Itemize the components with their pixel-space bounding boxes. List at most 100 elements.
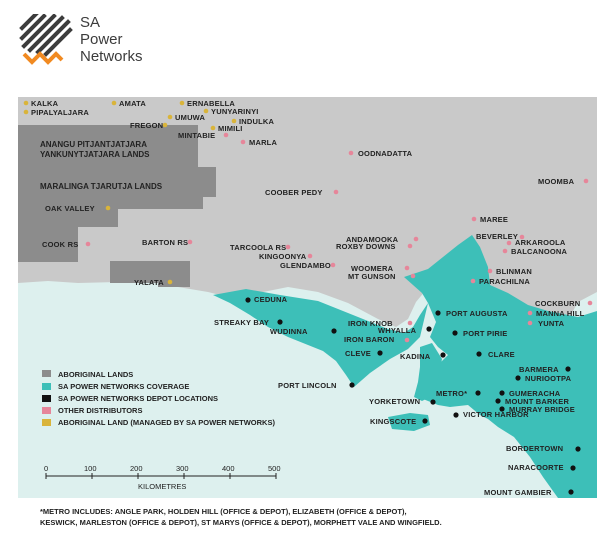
label-kadina: KADINA	[400, 352, 431, 361]
marker-maree	[471, 216, 477, 222]
label-metro: METRO*	[436, 389, 467, 398]
marker-tarcoola-rs	[285, 244, 291, 250]
marker-parachilna	[470, 278, 476, 284]
other-distributor-markers: MINTABIE MARLA OODNADATTA COOBER PEDY MO…	[42, 131, 593, 344]
label-roxby-downs: ROXBY DOWNS	[336, 242, 396, 251]
sa-coverage-map: ANANGU PITJANTJATJARA YANKUNYTJATJARA LA…	[18, 97, 597, 498]
coverage-east	[404, 235, 597, 498]
marker-mount-barker	[495, 398, 501, 404]
label-port-lincoln: PORT LINCOLN	[278, 381, 337, 390]
marker-barmera	[565, 366, 571, 372]
label-coober-pedy: COOBER PEDY	[265, 188, 323, 197]
label-mintabie: MINTABIE	[178, 131, 215, 140]
marker-bordertown	[575, 446, 581, 452]
marker-yunyarinyi	[203, 108, 209, 114]
label-ceduna: CEDUNA	[254, 295, 288, 304]
marker-kingoonya	[307, 253, 313, 259]
marker-glendambo	[330, 262, 336, 268]
logo-mark-icon	[19, 11, 73, 65]
label-oodnadatta: OODNADATTA	[358, 149, 413, 158]
marker-balcanoona	[502, 248, 508, 254]
region-label-apy-1: ANANGU PITJANTJATJARA	[40, 140, 147, 149]
legend-label-depots: SA POWER NETWORKS DEPOT LOCATIONS	[58, 394, 218, 403]
label-parachilna: PARACHILNA	[479, 277, 530, 286]
label-blinman: BLINMAN	[496, 267, 532, 276]
marker-mimili	[210, 125, 216, 131]
marker-oodnadatta	[348, 150, 354, 156]
label-mimili: MIMILI	[218, 124, 243, 133]
label-wudinna: WUDINNA	[270, 327, 308, 336]
label-fregon: FREGON	[130, 121, 163, 130]
marker-yorketown	[430, 399, 436, 405]
label-barmera: BARMERA	[519, 365, 559, 374]
logo-text-line1: SA	[80, 14, 101, 31]
label-cockburn: COCKBURN	[535, 299, 580, 308]
marker-naracoorte	[570, 465, 576, 471]
marker-metro	[475, 390, 481, 396]
coverage-kangaroo-island	[388, 413, 430, 431]
label-clare: CLARE	[488, 350, 515, 359]
legend-swatch-managed	[42, 419, 51, 426]
logo-wordmark: SA Power Networks	[80, 14, 190, 65]
marker-amata	[111, 100, 117, 106]
marker-nuriootpa	[515, 375, 521, 381]
marker-murray-bridge	[499, 406, 505, 412]
label-woomera: WOOMERA	[351, 264, 394, 273]
legend: ABORIGINAL LANDS SA POWER NETWORKS COVER…	[42, 370, 275, 427]
marker-mt-gunson	[410, 273, 416, 279]
marker-cockburn	[587, 300, 593, 306]
logo-text-line3: Networks	[80, 48, 143, 65]
marker-streaky-bay	[277, 319, 283, 325]
label-balcanoona: BALCANOONA	[511, 247, 568, 256]
coverage-eyre	[213, 289, 428, 387]
marker-indulka	[231, 118, 237, 124]
marker-iron-knob	[407, 320, 413, 326]
scale-unit-label: KILOMETRES	[138, 482, 186, 491]
label-naracoorte: NARACOORTE	[508, 463, 564, 472]
marker-mount-gambier	[568, 489, 574, 495]
label-cook-rs: COOK RS	[42, 240, 78, 249]
label-glendambo: GLENDAMBO	[280, 261, 331, 270]
label-oak-valley: OAK VALLEY	[45, 204, 95, 213]
label-nuriootpa: NURIOOTPA	[525, 374, 572, 383]
scale-bar: 0 100 200 300 400 500 KILOMETRES	[44, 464, 281, 491]
label-bordertown: BORDERTOWN	[506, 444, 563, 453]
maralinga-lands	[18, 167, 203, 262]
marker-fregon	[162, 122, 168, 128]
marker-marla	[240, 139, 246, 145]
label-amata: AMATA	[119, 99, 146, 108]
label-streaky-bay: STREAKY BAY	[214, 318, 269, 327]
marker-port-lincoln	[349, 382, 355, 388]
marker-cook-rs	[85, 241, 91, 247]
marker-oak-valley	[105, 205, 111, 211]
label-yalata: YALATA	[134, 278, 164, 287]
marker-clare	[476, 351, 482, 357]
marker-andamooka	[413, 236, 419, 242]
marker-kadina	[440, 352, 446, 358]
label-cleve: CLEVE	[345, 349, 371, 358]
label-kingscote: KINGSCOTE	[370, 417, 416, 426]
legend-swatch-depots	[42, 395, 51, 402]
marker-iron-baron	[404, 337, 410, 343]
label-umuwa: UMUWA	[175, 113, 206, 122]
label-indulka: INDULKA	[239, 117, 275, 126]
label-arkaroola: ARKAROOLA	[515, 238, 566, 247]
marker-umuwa	[167, 114, 173, 120]
label-kalka: KALKA	[31, 99, 59, 108]
legend-swatch-aboriginal	[42, 370, 51, 377]
marker-kalka	[23, 100, 29, 106]
legend-swatch-coverage	[42, 383, 51, 390]
region-label-apy-2: YANKUNYTJATJARA LANDS	[40, 150, 150, 159]
legend-label-aboriginal: ABORIGINAL LANDS	[58, 370, 133, 379]
label-andamooka: ANDAMOOKA	[346, 235, 399, 244]
scale-tick-label: 300	[176, 464, 189, 473]
label-kingoonya: KINGOONYA	[259, 252, 307, 261]
legend-swatch-other	[42, 407, 51, 414]
metro-footnote: *METRO INCLUDES: ANGLE PARK, HOLDEN HILL…	[40, 506, 580, 528]
label-moomba: MOOMBA	[538, 177, 575, 186]
label-tarcoola-rs: TARCOOLA RS	[230, 243, 286, 252]
label-mount-gambier: MOUNT GAMBIER	[484, 488, 552, 497]
marker-victor-harbor	[453, 412, 459, 418]
label-mount-barker: MOUNT BARKER	[505, 397, 569, 406]
sa-power-networks-logo: SA Power Networks	[18, 11, 178, 74]
